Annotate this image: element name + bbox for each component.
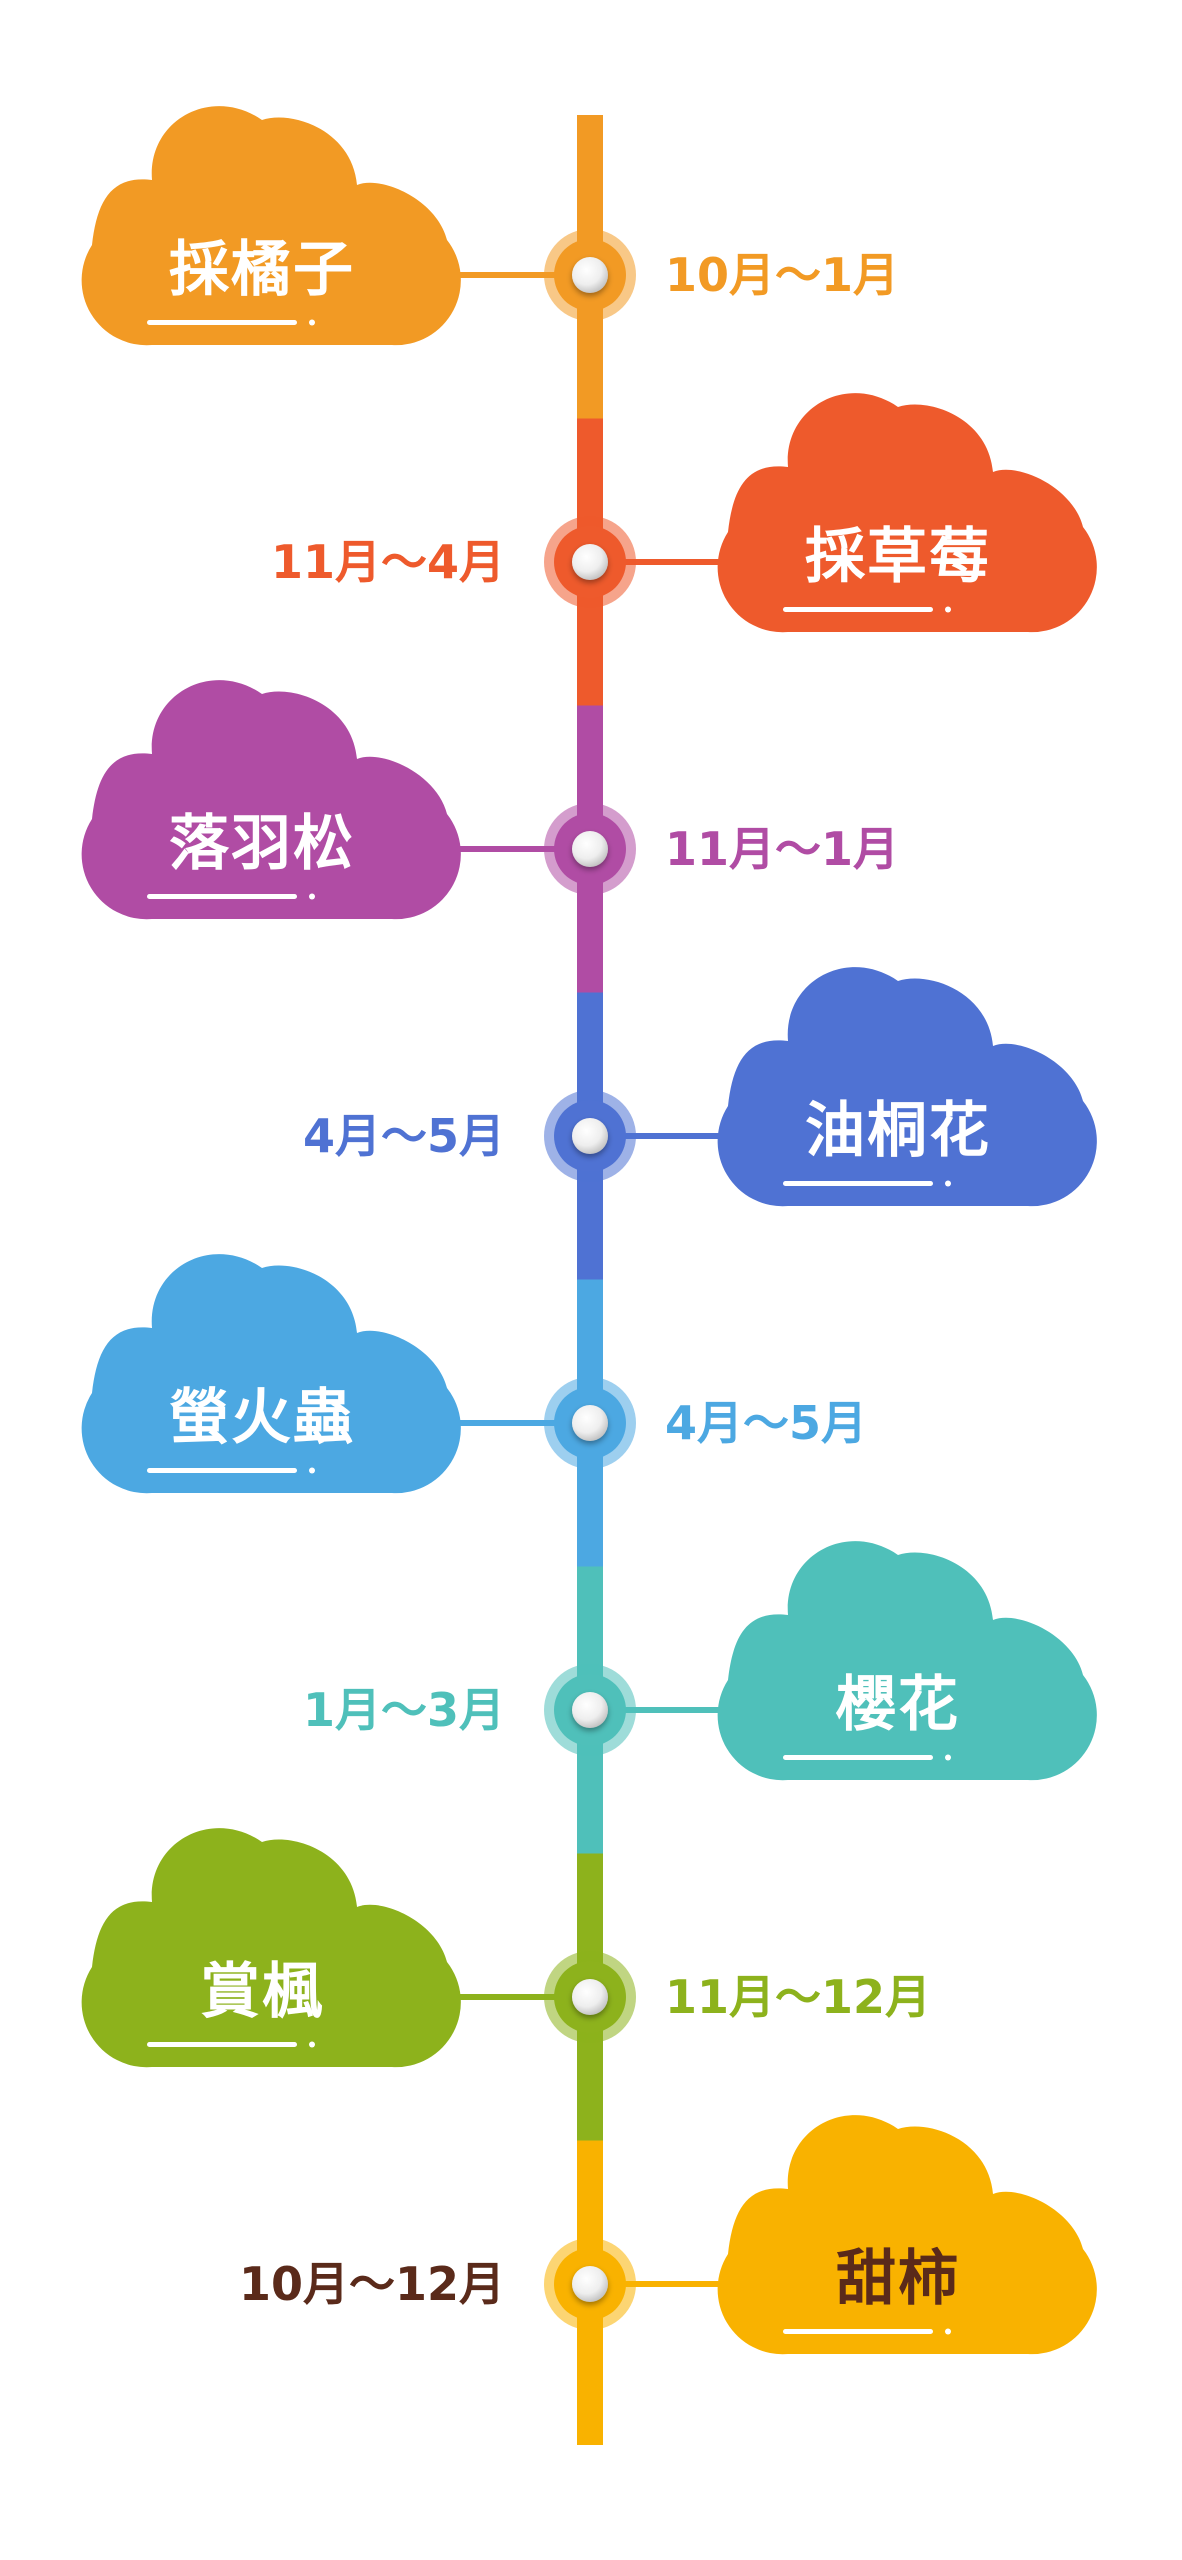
cloud-card <box>717 393 1097 633</box>
activity-label: 甜柿 <box>836 2244 960 2314</box>
cloud-underline <box>147 2042 297 2047</box>
cloud-underline <box>783 2329 933 2334</box>
node-knob <box>572 2266 608 2302</box>
period-label: 11月～12月 <box>665 1970 931 2024</box>
cloud-underline-dot <box>945 1180 951 1187</box>
cloud-underline-dot <box>309 2041 315 2048</box>
period-label: 11月～4月 <box>271 535 505 589</box>
cloud-underline <box>783 1181 933 1186</box>
cloud-card <box>717 2115 1097 2355</box>
activity-label: 落羽松 <box>169 809 355 879</box>
period-label: 4月～5月 <box>303 1109 505 1163</box>
connector-line <box>447 846 590 852</box>
cloud-underline <box>147 894 297 899</box>
activity-label: 採草莓 <box>805 522 991 592</box>
connector-line <box>447 272 590 278</box>
cloud-card <box>81 106 461 346</box>
cloud-card <box>81 1254 461 1494</box>
connector-line <box>590 559 733 565</box>
connector-line <box>447 1994 590 2000</box>
timeline-nodes <box>544 229 636 2330</box>
connector-lines <box>447 272 733 2287</box>
connector-line <box>590 1707 733 1713</box>
node-knob <box>572 1405 608 1441</box>
period-label: 4月～5月 <box>665 1396 867 1450</box>
cloud-card <box>717 1541 1097 1781</box>
cloud-underline-dot <box>945 606 951 613</box>
activity-label: 櫻花 <box>835 1670 960 1740</box>
cloud-card <box>81 1828 461 2068</box>
cloud-cards <box>81 106 1097 2355</box>
cloud-underline <box>147 320 297 325</box>
cloud-underline <box>783 607 933 612</box>
activity-label: 賞楓 <box>200 1957 324 2027</box>
connector-line <box>447 1420 590 1426</box>
node-knob <box>572 544 608 580</box>
activity-label: 油桐花 <box>805 1096 991 1166</box>
node-knob <box>572 257 608 293</box>
connector-line <box>590 2281 733 2287</box>
node-knob <box>572 1692 608 1728</box>
spine-segments <box>577 115 603 2445</box>
cloud-underline-dot <box>945 2328 951 2335</box>
node-knob <box>572 1118 608 1154</box>
period-label: 11月～1月 <box>665 822 899 876</box>
activity-label: 採橘子 <box>169 235 355 305</box>
cloud-underline <box>783 1755 933 1760</box>
cloud-underline-dot <box>309 893 315 900</box>
cloud-underline-dot <box>309 319 315 326</box>
cloud-card <box>81 680 461 920</box>
node-knob <box>572 1979 608 2015</box>
connector-line <box>590 1133 733 1139</box>
period-label: 1月～3月 <box>303 1683 505 1737</box>
cloud-underline-dot <box>309 1467 315 1474</box>
activity-label: 螢火蟲 <box>169 1383 355 1453</box>
cloud-underline <box>147 1468 297 1473</box>
cloud-card <box>717 967 1097 1207</box>
node-knob <box>572 831 608 867</box>
period-label: 10月～1月 <box>665 248 899 302</box>
period-label: 10月～12月 <box>239 2257 505 2311</box>
cloud-underline-dot <box>945 1754 951 1761</box>
